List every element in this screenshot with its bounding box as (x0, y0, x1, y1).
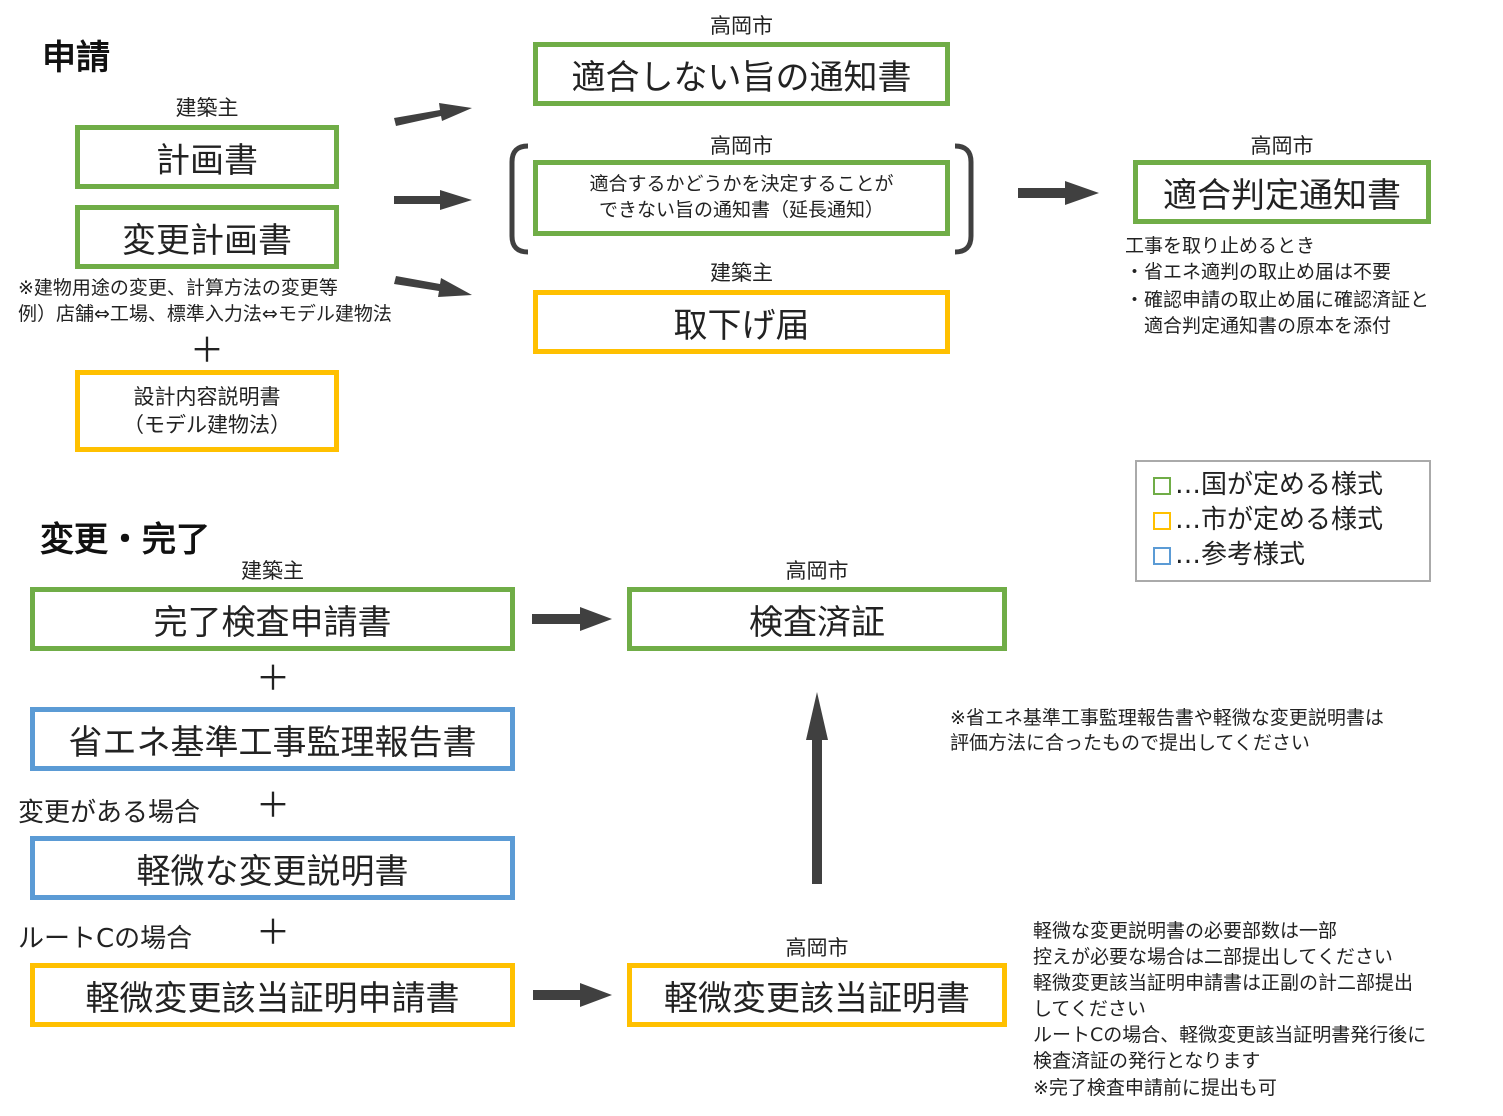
plan-box: 計画書 (75, 125, 339, 189)
supervision-report-text: 省エネ基準工事監理報告書 (68, 722, 477, 763)
stop-note-2: ・省エネ適判の取止め届は不要 (1125, 261, 1392, 283)
supervision-report-box: 省エネ基準工事監理報告書 (30, 707, 515, 771)
minor-cert-application-text: 軽微変更該当証明申請書 (85, 978, 460, 1019)
stop-note-1: 工事を取り止めるとき (1125, 235, 1316, 257)
arrow-plan-to-withdrawal (394, 276, 472, 297)
plan-text: 計画書 (156, 140, 258, 181)
city-label-minor-cert: 高岡市 (785, 936, 849, 960)
city-label-inspection-cert: 高岡市 (785, 559, 849, 583)
method-note-1: ※省エネ基準工事監理報告書や軽微な変更説明書は (950, 707, 1384, 729)
arrow-extension-to-conformity (1018, 181, 1099, 205)
minor-cert-text: 軽微変更該当証明書 (664, 978, 970, 1019)
change-note-line1: ※建物用途の変更、計算方法の変更等 (18, 277, 338, 299)
left-bracket (509, 143, 529, 255)
arrow-minor-cert-to-inspection-cert (806, 692, 828, 884)
completion-inspection-application-box: 完了検査申請書 (30, 587, 515, 651)
extension-notice-line2: できない旨の通知書（延長通知） (598, 199, 884, 221)
withdrawal-box: 取下げ届 (533, 290, 950, 354)
inspection-cert-text: 検査済証 (749, 602, 885, 643)
inspection-cert-box: 検査済証 (627, 587, 1007, 651)
change-plan-box: 変更計画書 (75, 205, 339, 269)
minor-cert-box: 軽微変更該当証明書 (627, 963, 1007, 1027)
city-label-extension: 高岡市 (710, 134, 773, 158)
completion-inspection-application-text: 完了検査申請書 (153, 602, 392, 643)
change-plan-text: 変更計画書 (122, 220, 292, 261)
legend-row-yellow: …市が定める様式 (1153, 503, 1429, 538)
legend-text-yellow: …市が定める様式 (1175, 505, 1384, 535)
design-description-line2: （モデル建物法） (123, 413, 291, 437)
legend-row-green: …国が定める様式 (1153, 468, 1429, 503)
legend-text-blue: …参考様式 (1175, 540, 1306, 570)
copies-note-3: 軽微変更該当証明申請書は正副の計二部提出 (1033, 972, 1414, 994)
arrow-minor-application-to-minor-cert (533, 983, 612, 1007)
legend-row-blue: …参考様式 (1153, 538, 1429, 573)
legend-swatch-yellow (1153, 511, 1171, 530)
design-description-box: 設計内容説明書 （モデル建物法） (75, 370, 339, 452)
conformity-notice-text: 適合判定通知書 (1163, 175, 1401, 216)
city-label-conformity: 高岡市 (1250, 134, 1314, 158)
extension-notice-box: 適合するかどうかを決定することが できない旨の通知書（延長通知） (533, 160, 950, 236)
minor-change-description-box: 軽微な変更説明書 (30, 836, 515, 900)
owner-label-plan: 建築主 (175, 96, 239, 120)
if-changed-label: 変更がある場合 (18, 798, 201, 828)
copies-note-4: してください (1033, 998, 1146, 1020)
owner-label-completion: 建築主 (241, 559, 304, 583)
right-bracket (954, 143, 974, 255)
route-c-label: ルートCの場合 (18, 924, 193, 954)
copies-note-5: ルートCの場合、軽微変更該当証明書発行後に (1033, 1024, 1427, 1046)
design-description-line1: 設計内容説明書 (133, 384, 281, 409)
arrow-application-to-inspection-cert (532, 607, 612, 631)
conformity-notice-box: 適合判定通知書 (1133, 160, 1431, 224)
minor-change-description-text: 軽微な変更説明書 (136, 851, 409, 892)
nonconformity-notice-text: 適合しない旨の通知書 (571, 57, 912, 98)
legend-swatch-blue (1153, 546, 1171, 565)
stop-note-3: ・確認申請の取止め届に確認済証と (1125, 289, 1430, 311)
plus-completion-3: ＋ (256, 913, 290, 953)
change-note-line2: 例）店舗⇔工場、標準入力法⇔モデル建物法 (18, 303, 392, 325)
section-heading-change-completion: 変更・完了 (40, 520, 210, 560)
city-label-nonconformity: 高岡市 (710, 14, 773, 38)
minor-cert-application-box: 軽微変更該当証明申請書 (30, 963, 515, 1027)
plus-application: ＋ (190, 331, 224, 371)
method-note-2: 評価方法に合ったもので提出してください (950, 732, 1310, 754)
plus-completion-2: ＋ (256, 786, 290, 826)
legend-swatch-green (1153, 476, 1171, 495)
stop-note-4: 適合判定通知書の原本を添付 (1125, 315, 1392, 337)
copies-note-1: 軽微な変更説明書の必要部数は一部 (1033, 920, 1338, 942)
copies-note-7: ※完了検査申請前に提出も可 (1033, 1077, 1277, 1099)
copies-note-6: 検査済証の発行となります (1033, 1050, 1261, 1072)
withdrawal-text: 取下げ届 (673, 305, 810, 346)
legend-text-green: …国が定める様式 (1175, 470, 1384, 500)
arrow-plan-to-nonconformity (394, 103, 472, 126)
extension-notice-line1: 適合するかどうかを決定することが (589, 173, 894, 196)
owner-label-withdrawal: 建築主 (710, 261, 773, 285)
arrow-plan-to-extension (394, 190, 472, 210)
copies-note-2: 控えが必要な場合は二部提出してください (1033, 946, 1393, 968)
section-heading-application: 申請 (42, 38, 110, 78)
plus-completion-1: ＋ (256, 659, 290, 699)
legend: …国が定める様式 …市が定める様式 …参考様式 (1135, 460, 1431, 582)
nonconformity-notice-box: 適合しない旨の通知書 (533, 42, 950, 106)
